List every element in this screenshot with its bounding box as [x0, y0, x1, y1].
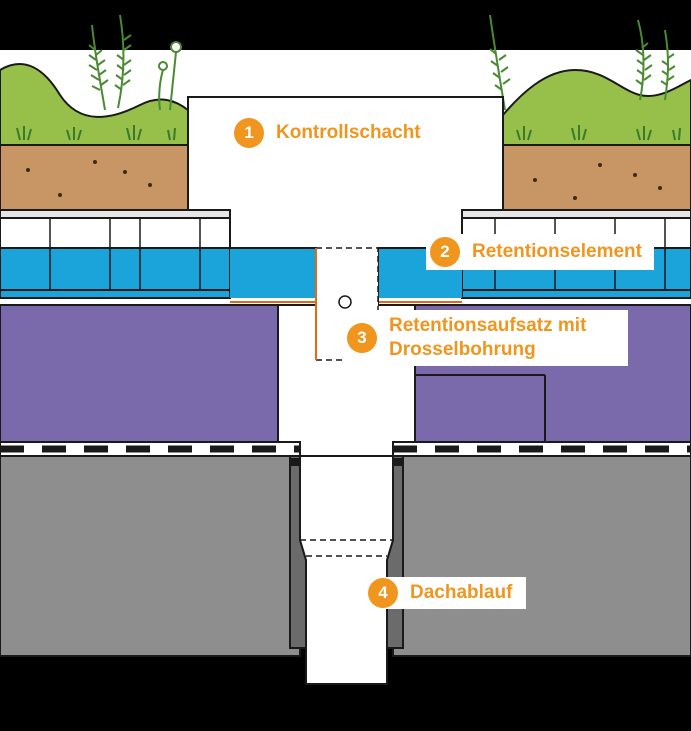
drain-clamp-right — [393, 458, 403, 466]
concrete-deck-left — [0, 455, 301, 657]
callout-dachablauf: 4 Dachablauf — [366, 577, 527, 609]
retention-base-left — [0, 289, 231, 299]
concrete-deck-right — [392, 455, 691, 657]
grass-mound-left — [0, 63, 189, 146]
grass-tuft-icon — [16, 125, 681, 141]
retention-water-left — [0, 247, 231, 291]
drainage-layer-left — [0, 304, 279, 443]
soil-layer-right — [502, 144, 691, 211]
drain-clamp-left — [290, 458, 300, 466]
number-badge: 1 — [234, 118, 264, 148]
label-text: Dachablauf — [410, 582, 513, 603]
label-text: Retentionsaufsatz mit Drosselbohrung — [389, 315, 587, 360]
retention-water-center-left — [230, 248, 316, 298]
fern-plant-icon — [88, 14, 676, 111]
callout-retentionsaufsatz: 3 Retentionsaufsatz mit Drosselbohrung — [345, 310, 628, 366]
soil-layer-left — [0, 144, 189, 211]
retention-element-left-upper — [0, 217, 231, 249]
number-badge: 2 — [430, 237, 460, 267]
label-text: Kontrollschacht — [276, 122, 421, 143]
callout-retentionselement: 2 Retentionselement — [426, 234, 654, 270]
filter-fleece-left — [0, 209, 231, 219]
retention-cells-left — [49, 218, 201, 290]
retention-base-right — [461, 289, 691, 299]
soil-pebbles — [26, 160, 662, 200]
number-badge: 4 — [368, 578, 398, 608]
label-text: Retentionselement — [472, 241, 642, 262]
throttle-orifice — [338, 295, 352, 309]
number-badge: 3 — [347, 323, 377, 353]
callout-kontrollschacht: 1 Kontrollschacht — [234, 118, 421, 148]
filter-fleece-right — [461, 209, 691, 219]
roof-drain-pipe — [299, 455, 394, 685]
